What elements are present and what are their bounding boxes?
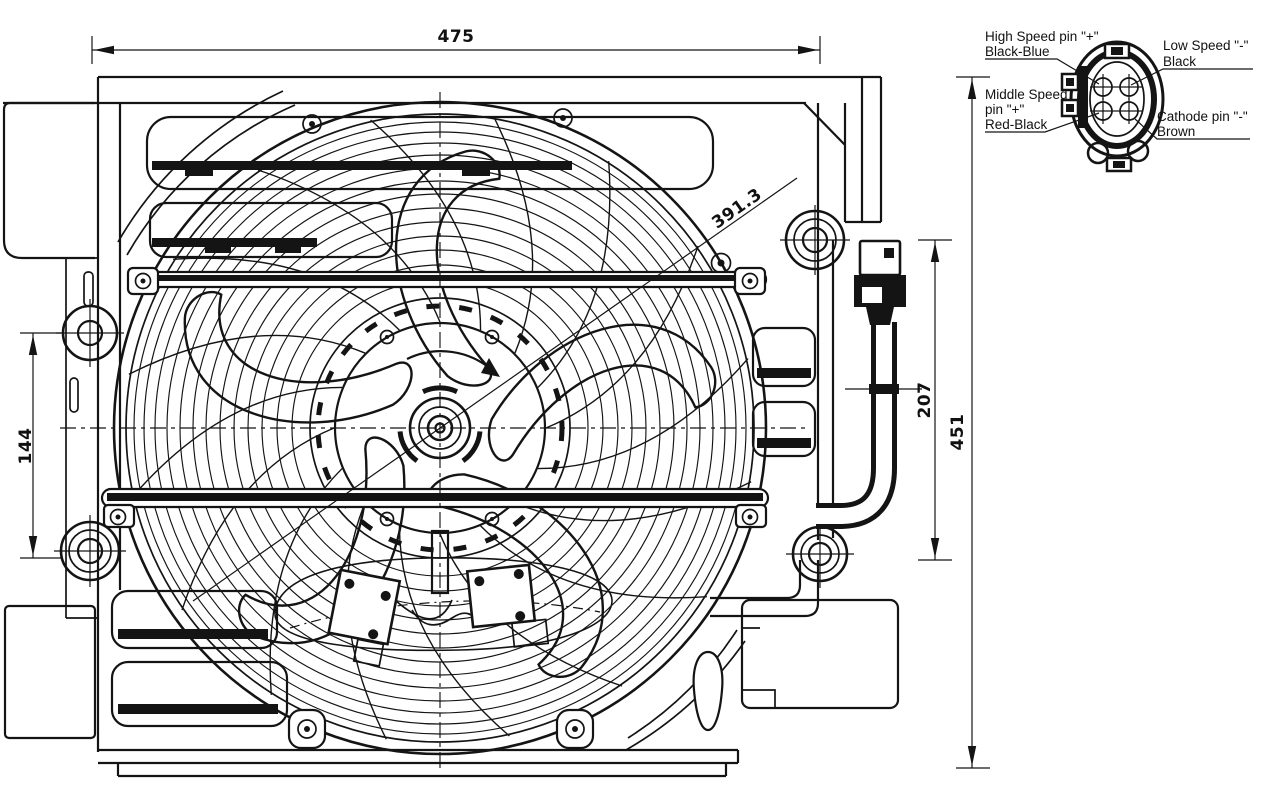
cable-clip xyxy=(869,384,899,394)
pin-label-cathode-2: Brown xyxy=(1157,124,1195,139)
control-module-right xyxy=(465,563,550,648)
mount-ring-top-right xyxy=(780,205,850,275)
pin-label-middle-speed-3: Red-Black xyxy=(985,117,1048,132)
dimension-overall-height: 451 xyxy=(948,76,990,769)
control-module-left xyxy=(327,568,402,667)
dim-label-hole-spacing: 144 xyxy=(16,428,36,465)
connector-cable xyxy=(816,322,922,529)
fan-shroud-frame xyxy=(2,75,900,778)
mount-feet xyxy=(287,708,595,750)
dim-label-connector-drop: 207 xyxy=(915,382,935,419)
pin-low-speed-icon xyxy=(1116,74,1142,100)
upper-crossbar xyxy=(126,266,768,296)
pin-label-high-speed-1: High Speed pin "+" xyxy=(985,29,1099,44)
left-upper-tab xyxy=(2,101,95,260)
drain-finger xyxy=(692,650,724,732)
pin-label-low-speed-1: Low Speed "-" xyxy=(1163,38,1249,53)
dimension-overall-width: 475 xyxy=(91,27,821,64)
mount-ring-bottom-right xyxy=(786,520,854,588)
leader-middle-speed xyxy=(985,112,1100,133)
pin-label-middle-speed-2: pin "+" xyxy=(985,102,1024,117)
lower-crossbar xyxy=(100,487,770,529)
leader-high-speed xyxy=(985,58,1100,85)
dim-label-overall-width: 475 xyxy=(438,27,475,47)
pin-cathode-icon xyxy=(1116,98,1142,124)
pin-high-speed-icon xyxy=(1090,74,1116,100)
power-connector xyxy=(854,239,906,325)
rotation-arrow-icon xyxy=(406,350,500,377)
pin-label-high-speed-2: Black-Blue xyxy=(985,44,1050,59)
hub-screws xyxy=(379,329,500,527)
pin-label-cathode-1: Cathode pin "-" xyxy=(1157,109,1248,124)
pin-middle-speed-icon xyxy=(1090,98,1116,124)
connector-pinout-detail: High Speed pin "+" Black-Blue Low Speed … xyxy=(985,29,1253,173)
bottom-right-bracket xyxy=(740,598,900,710)
mount-ring-bottom-left xyxy=(54,515,126,587)
mount-ring-top-left xyxy=(56,299,124,367)
vent-panels xyxy=(110,115,817,728)
leader-low-speed xyxy=(1130,68,1253,86)
dim-label-fan-diameter: 391.3 xyxy=(708,185,766,234)
pin-label-middle-speed-1: Middle Speed xyxy=(985,87,1068,102)
grille-screws xyxy=(302,108,732,274)
leader-cathode xyxy=(1134,118,1250,140)
dimension-connector-drop: 207 xyxy=(915,239,952,561)
dim-label-overall-height: 451 xyxy=(948,414,968,451)
dimension-hole-spacing: 144 xyxy=(16,332,62,559)
left-lower-tab xyxy=(3,604,97,740)
pin-label-low-speed-2: Black xyxy=(1163,54,1196,69)
